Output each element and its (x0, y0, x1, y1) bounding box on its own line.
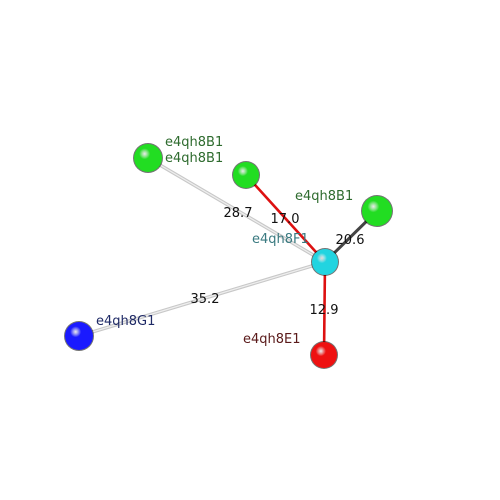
edge-highlight (78, 261, 326, 337)
distance-label: 20.6 (336, 233, 365, 248)
node-label: e4qh8F1 (252, 232, 309, 247)
distance-label: 28.7 (224, 206, 253, 221)
distance-label: 12.9 (310, 303, 339, 318)
node-label: e4qh8G1 (96, 314, 155, 329)
distance-label: 17.0 (271, 212, 300, 227)
edge-green-mid (244, 173, 327, 264)
edge-highlight (147, 157, 326, 263)
nodes-layer (64, 143, 393, 369)
node-label: e4qh8B1 (295, 189, 353, 204)
edge-red (322, 260, 327, 357)
node-label: e4qh8B1 (165, 135, 223, 150)
distance-label: 35.2 (191, 292, 220, 307)
node-green-mid (233, 162, 259, 188)
node-green-left (134, 144, 162, 172)
node-blue (65, 322, 93, 350)
node-label: e4qh8B1 (165, 151, 223, 166)
node-green-right (362, 196, 392, 226)
node-red (311, 342, 337, 368)
edges-layer (77, 156, 379, 357)
node-center (312, 249, 338, 275)
node-label: e4qh8E1 (243, 332, 301, 347)
